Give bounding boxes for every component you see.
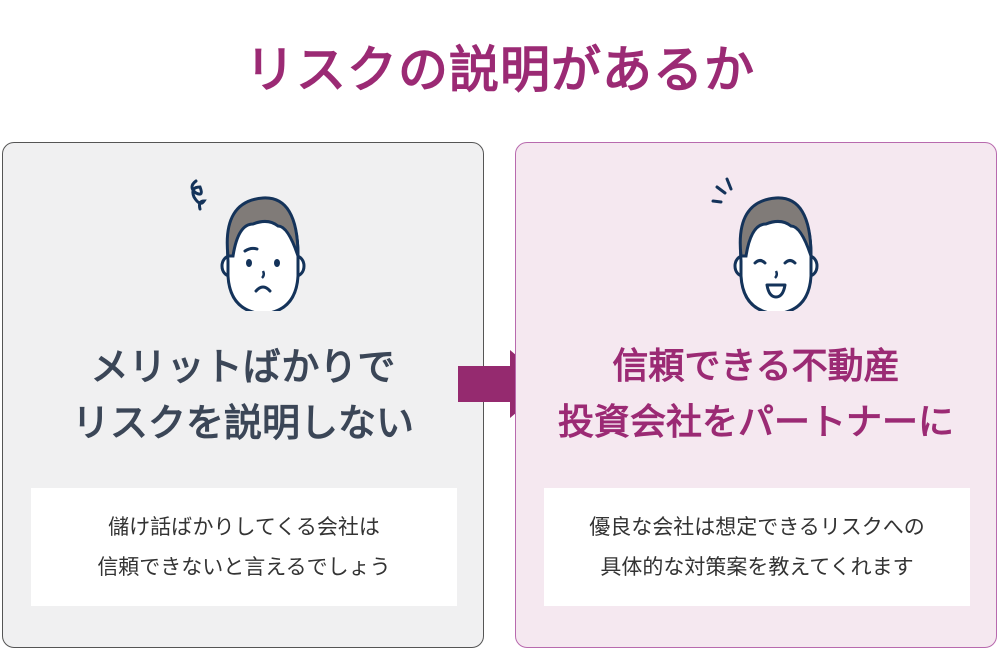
right-heading: 信頼できる不動産 投資会社をパートナーに (516, 339, 996, 451)
right-heading-line1: 信頼できる不動産 (612, 346, 900, 387)
left-heading: メリットばかりで リスクを説明しない (3, 339, 483, 451)
left-heading-line1: メリットばかりで (90, 345, 396, 389)
bad-company-panel: メリットばかりで リスクを説明しない 儲け話ばかりしてくる会社は 信頼できないと… (2, 142, 484, 648)
left-heading-line2: リスクを説明しない (71, 401, 414, 445)
left-note-line2: 信頼できないと言えるでしょう (97, 555, 391, 579)
left-note: 儲け話ばかりしてくる会社は 信頼できないと言えるでしょう (31, 488, 457, 606)
good-company-panel: 信頼できる不動産 投資会社をパートナーに 優良な会社は想定できるリスクへの 具体… (515, 142, 997, 648)
right-note-line1: 優良な会社は想定できるリスクへの (589, 515, 925, 539)
page-title: リスクの説明があるか (245, 41, 755, 99)
smiling-man-icon (711, 177, 819, 311)
right-heading-line2: 投資会社をパートナーに (557, 402, 954, 443)
worried-man-icon (190, 179, 306, 311)
right-note: 優良な会社は想定できるリスクへの 具体的な対策案を教えてくれます (544, 488, 970, 606)
right-note-line2: 具体的な対策案を教えてくれます (600, 555, 914, 579)
left-note-line1: 儲け話ばかりしてくる会社は (108, 515, 380, 539)
